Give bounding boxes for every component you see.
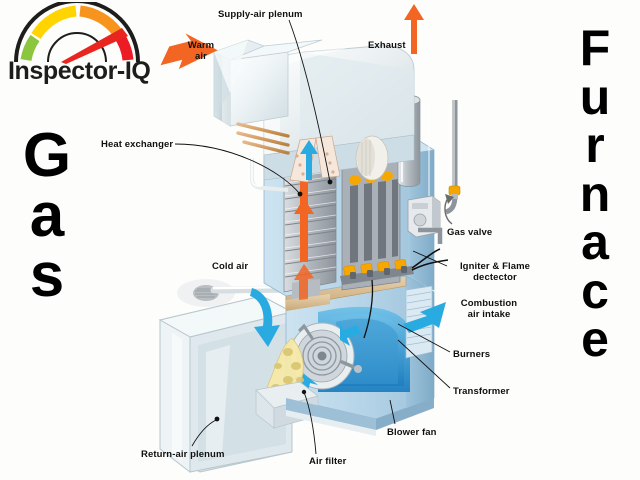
title-letter: n [579,165,611,222]
label-burners: Burners [453,349,491,360]
label-combustion-air-intake: Combustion air intake [460,298,518,320]
gas-valve [448,185,461,199]
cold-air-arrow [250,288,280,347]
label-gas-valve: Gas valve [447,227,493,238]
heat-exchanger [283,151,337,311]
transformer-box [407,195,441,238]
title-letter: G [22,121,72,190]
supply-air-plenum [263,45,415,183]
label-igniter-flame-detector: Igniter & Flame dectector [459,261,531,283]
burners [343,259,407,279]
gauge-needle [61,28,128,64]
title-letter: u [579,68,611,125]
label-air-filter: Air filter [309,456,347,467]
title-letter: a [581,214,609,270]
title-letter: F [579,20,611,76]
igniter-wiring [363,248,449,339]
warm-air-outlet-duct [213,39,323,127]
blower-fan [289,322,362,396]
label-heat-exchanger: Heat exchanger [101,139,174,150]
copper-pipes [236,122,290,155]
title-letter: a [29,181,65,251]
label-blower-fan: Blower fan [387,427,437,438]
combustion-air-arrow [403,302,446,333]
exhaust-arrow [404,4,424,54]
title-letter: c [581,262,609,319]
leader-lines [174,19,454,455]
fan-air-arrow [340,322,361,346]
gauge-icon [14,2,140,64]
cold-air-arrow-plenum [300,140,318,180]
return-air-plenum [158,295,294,474]
air-filter [255,337,319,429]
page-title-furnace: F u r n a c e [560,20,630,367]
control-conduit [250,158,289,192]
label-cold-air: Cold air [212,261,249,272]
label-exhaust: Exhaust [368,40,406,51]
brand-name: Inspector-IQ [8,57,151,85]
page-title-gas: G a s [12,121,82,311]
brand-logo: Inspector-IQ [4,2,166,94]
label-supply-air-plenum: Supply-air plenum [218,9,303,20]
label-transformer: Transformer [453,386,510,397]
title-letter: e [581,311,609,367]
label-return-air-plenum: Return-air plenum [141,449,225,460]
label-warm-air: Warm air [187,40,215,62]
warm-air-arrow [160,33,218,69]
title-letter: r [585,117,605,173]
title-letter: s [29,241,65,311]
